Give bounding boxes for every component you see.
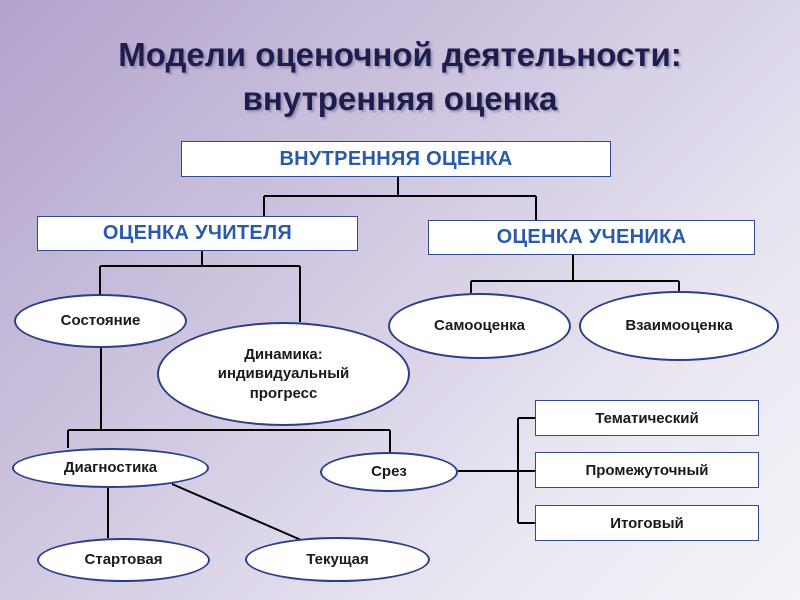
box-student-assessment: ОЦЕНКА УЧЕНИКА: [428, 220, 755, 255]
oval-state: Состояние: [14, 294, 187, 348]
oval-self-assessment: Самооценка: [388, 293, 571, 359]
box-internal-assessment: ВНУТРЕННЯЯ ОЦЕНКА: [181, 141, 611, 177]
slide-title-line1: Модели оценочной деятельности:: [118, 36, 682, 73]
dynamics-text: Динамика: индивидуальный прогресс: [218, 345, 350, 404]
slide-title-line2: внутренняя оценка: [242, 80, 558, 117]
oval-dynamics: Динамика: индивидуальный прогресс: [157, 322, 410, 426]
oval-diagnostics: Диагностика: [12, 448, 209, 488]
dynamics-line2: индивидуальный: [217, 365, 350, 383]
oval-current: Текущая: [245, 537, 430, 582]
box-thematic: Тематический: [535, 400, 759, 436]
box-intermediate: Промежуточный: [535, 452, 759, 488]
oval-starting: Стартовая: [37, 538, 210, 582]
oval-cut: Срез: [320, 452, 458, 492]
box-final: Итоговый: [535, 505, 759, 541]
oval-peer-assessment: Взаимооценка: [579, 291, 779, 361]
box-teacher-assessment: ОЦЕНКА УЧИТЕЛЯ: [37, 216, 358, 251]
dynamics-line1: Динамика:: [244, 345, 323, 363]
connector-to-current: [171, 483, 309, 544]
dynamics-line3: прогресс: [249, 384, 318, 402]
